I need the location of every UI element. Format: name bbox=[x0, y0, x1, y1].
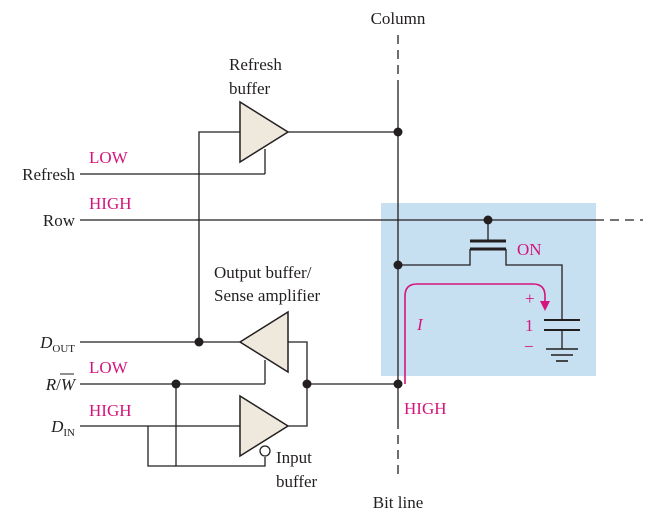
refresh-buffer-icon bbox=[239, 100, 290, 164]
refresh-buffer-label-2: buffer bbox=[229, 79, 271, 98]
refresh-label: Refresh bbox=[22, 165, 75, 184]
input-buffer-label: Input bbox=[276, 448, 312, 467]
junction-dot bbox=[302, 379, 312, 389]
capacitor-minus: − bbox=[524, 337, 534, 356]
r-w-state: LOW bbox=[89, 358, 129, 377]
output-buffer-icon bbox=[238, 310, 289, 374]
output-buffer-label: Output buffer/ bbox=[214, 263, 312, 282]
current-label: I bbox=[416, 315, 424, 334]
d-in-state: HIGH bbox=[89, 401, 132, 420]
input-buffer-enable-wire bbox=[147, 426, 176, 467]
input-enable-wire bbox=[175, 384, 266, 467]
bit-line-label: Bit line bbox=[373, 493, 424, 512]
output-buffer-label-2: Sense amplifier bbox=[214, 286, 321, 305]
capacitor-plus: + bbox=[525, 289, 535, 308]
current-arrow-icon bbox=[404, 283, 550, 384]
transistor-state: ON bbox=[517, 240, 542, 259]
refresh-buffer-input-wire bbox=[198, 131, 240, 342]
row-state: HIGH bbox=[89, 194, 132, 213]
r-w-label: R/W bbox=[45, 375, 77, 394]
junction-dot bbox=[194, 337, 204, 347]
refresh-buffer-label: Refresh bbox=[229, 55, 282, 74]
column-label: Column bbox=[371, 9, 426, 28]
d-in-label: DIN bbox=[50, 417, 75, 439]
row-label: Row bbox=[43, 211, 76, 230]
d-out-label: DOUT bbox=[39, 333, 75, 355]
nmos-transistor-icon bbox=[398, 249, 471, 266]
output-buffer-input-wire bbox=[288, 341, 398, 385]
input-buffer-icon bbox=[239, 394, 290, 458]
refresh-state: LOW bbox=[89, 148, 129, 167]
bit-line-state: HIGH bbox=[404, 399, 447, 418]
junction-dot bbox=[393, 379, 403, 389]
input-buffer-output-wire bbox=[288, 384, 308, 427]
drain-wire bbox=[505, 249, 563, 320]
junction-dot bbox=[393, 260, 403, 270]
junction-dot bbox=[483, 215, 493, 225]
inversion-bubble-icon bbox=[259, 445, 271, 457]
input-buffer-label-2: buffer bbox=[276, 472, 318, 491]
junction-dot bbox=[171, 379, 181, 389]
junction-dot bbox=[393, 127, 403, 137]
capacitor-value: 1 bbox=[525, 316, 534, 335]
